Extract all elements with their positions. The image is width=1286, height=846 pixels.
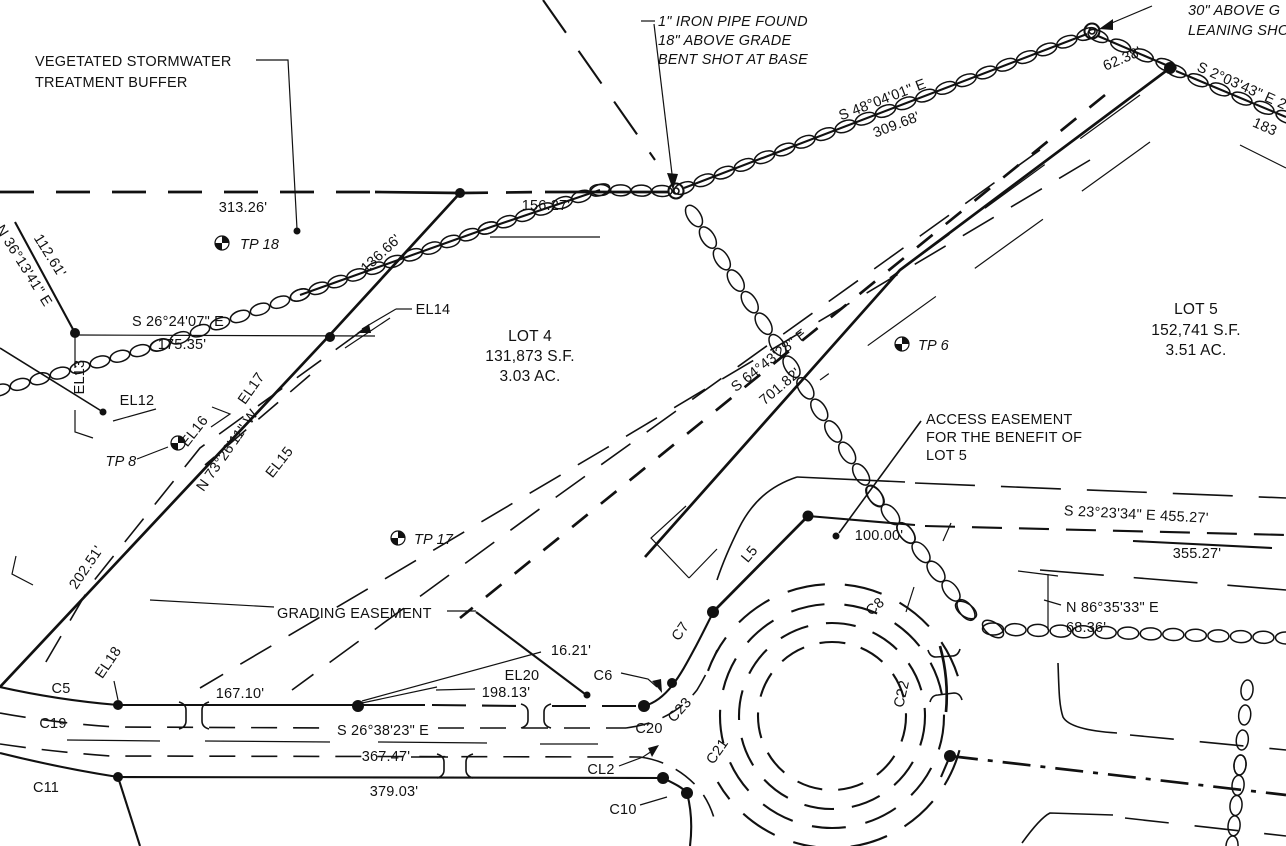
label-dist-68: 68.36' <box>1066 620 1106 636</box>
label-el13: EL13 <box>72 360 88 395</box>
label-c11: C11 <box>33 780 59 796</box>
label-el18: EL18 <box>92 644 125 682</box>
label-dist-183: 183 <box>1250 115 1279 140</box>
label-bearing-n8635: N 86°35'33" E <box>1066 600 1159 616</box>
label-c20: C20 <box>635 721 662 737</box>
label-dist-313: 313.26' <box>219 200 268 216</box>
tp18-symbol <box>214 235 230 251</box>
label-tree-note-2: LEANING SHO <box>1188 23 1286 39</box>
label-tree-note-1: 30" ABOVE G <box>1188 3 1280 19</box>
label-access-1: ACCESS EASEMENT <box>926 412 1072 428</box>
leader-lines <box>112 5 1153 806</box>
label-iron-pipe-2: 18" ABOVE GRADE <box>658 33 791 49</box>
label-tp6: TP 6 <box>918 338 950 354</box>
label-dist-355: 355.27' <box>1173 546 1222 562</box>
label-grading-easement: GRADING EASEMENT <box>277 606 432 622</box>
label-c21: C21 <box>703 736 732 767</box>
label-dist-167: 167.10' <box>216 686 265 702</box>
east-road-lines <box>940 662 1286 844</box>
label-l5: L5 <box>738 543 761 566</box>
label-lot4-name: LOT 4 <box>508 328 552 345</box>
label-dist-136: 136.66' <box>358 232 404 277</box>
label-c10: C10 <box>609 802 636 818</box>
corner-ticks <box>11 406 718 586</box>
west-wall-centerline <box>299 189 601 296</box>
label-dist-156: 156.27' <box>522 198 571 214</box>
label-tp18: TP 18 <box>240 237 279 253</box>
label-veg-buffer-1: VEGETATED STORMWATER <box>35 54 232 70</box>
label-c8: C8 <box>863 595 888 619</box>
label-bearing-s2638: S 26°38'23" E <box>337 723 429 739</box>
northeast-wall-centerline <box>683 33 1286 189</box>
label-bearing-s2323: S 23°23'34" E 455.27' <box>1063 503 1209 527</box>
label-tp17: TP 17 <box>414 532 454 548</box>
label-c6: C6 <box>594 668 613 684</box>
label-dist-100: 100.00' <box>855 528 904 544</box>
label-lot4-sf: 131,873 S.F. <box>485 348 574 365</box>
label-bearing-s203: S 2°03'43" E 2 <box>1194 59 1286 113</box>
label-lot5-name: LOT 5 <box>1174 301 1218 318</box>
label-cl2: CL2 <box>587 762 614 778</box>
label-dist-16: 16.21' <box>551 643 591 659</box>
label-lot4-ac: 3.03 AC. <box>499 368 560 385</box>
tp6-symbol <box>894 336 910 352</box>
label-c7: C7 <box>669 619 693 644</box>
label-access-3: LOT 5 <box>926 448 967 464</box>
label-iron-pipe-1: 1" IRON PIPE FOUND <box>658 14 808 30</box>
label-lot5-ac: 3.51 AC. <box>1165 342 1226 359</box>
label-el14: EL14 <box>416 302 451 318</box>
label-iron-pipe-3: BENT SHOT AT BASE <box>658 52 808 68</box>
easement-line-bundle <box>199 0 1286 691</box>
label-c19: C19 <box>39 716 66 732</box>
tp17-symbol <box>390 530 406 546</box>
west-lot-lines <box>0 192 600 688</box>
label-dist-62: 62.38' <box>1101 44 1144 74</box>
west-road-lines <box>0 649 718 846</box>
label-c5: C5 <box>52 681 71 697</box>
west-easement-dashed-line <box>39 331 361 673</box>
label-dist-379: 379.03' <box>370 784 419 800</box>
label-el20: EL20 <box>505 668 540 684</box>
label-veg-buffer-2: TREATMENT BUFFER <box>35 75 188 91</box>
label-dist-202: 202.51' <box>66 543 106 592</box>
label-el12: EL12 <box>120 393 155 409</box>
label-c22: C22 <box>891 679 913 709</box>
label-dist-198: 198.13' <box>482 685 531 701</box>
label-el16: EL16 <box>178 413 212 450</box>
label-bearing-s2624: S 26°24'07" E <box>132 314 224 330</box>
label-access-2: FOR THE BENEFIT OF <box>926 430 1082 446</box>
label-dist-175: 175.35' <box>158 337 207 353</box>
label-c23: C23 <box>665 695 695 726</box>
culvert-symbols <box>178 645 963 779</box>
label-el15: EL15 <box>263 444 297 481</box>
roundabout <box>638 515 961 846</box>
label-tp8: TP 8 <box>106 454 137 470</box>
label-lot5-sf: 152,741 S.F. <box>1151 322 1240 339</box>
label-dist-367: 367.47' <box>362 749 411 765</box>
